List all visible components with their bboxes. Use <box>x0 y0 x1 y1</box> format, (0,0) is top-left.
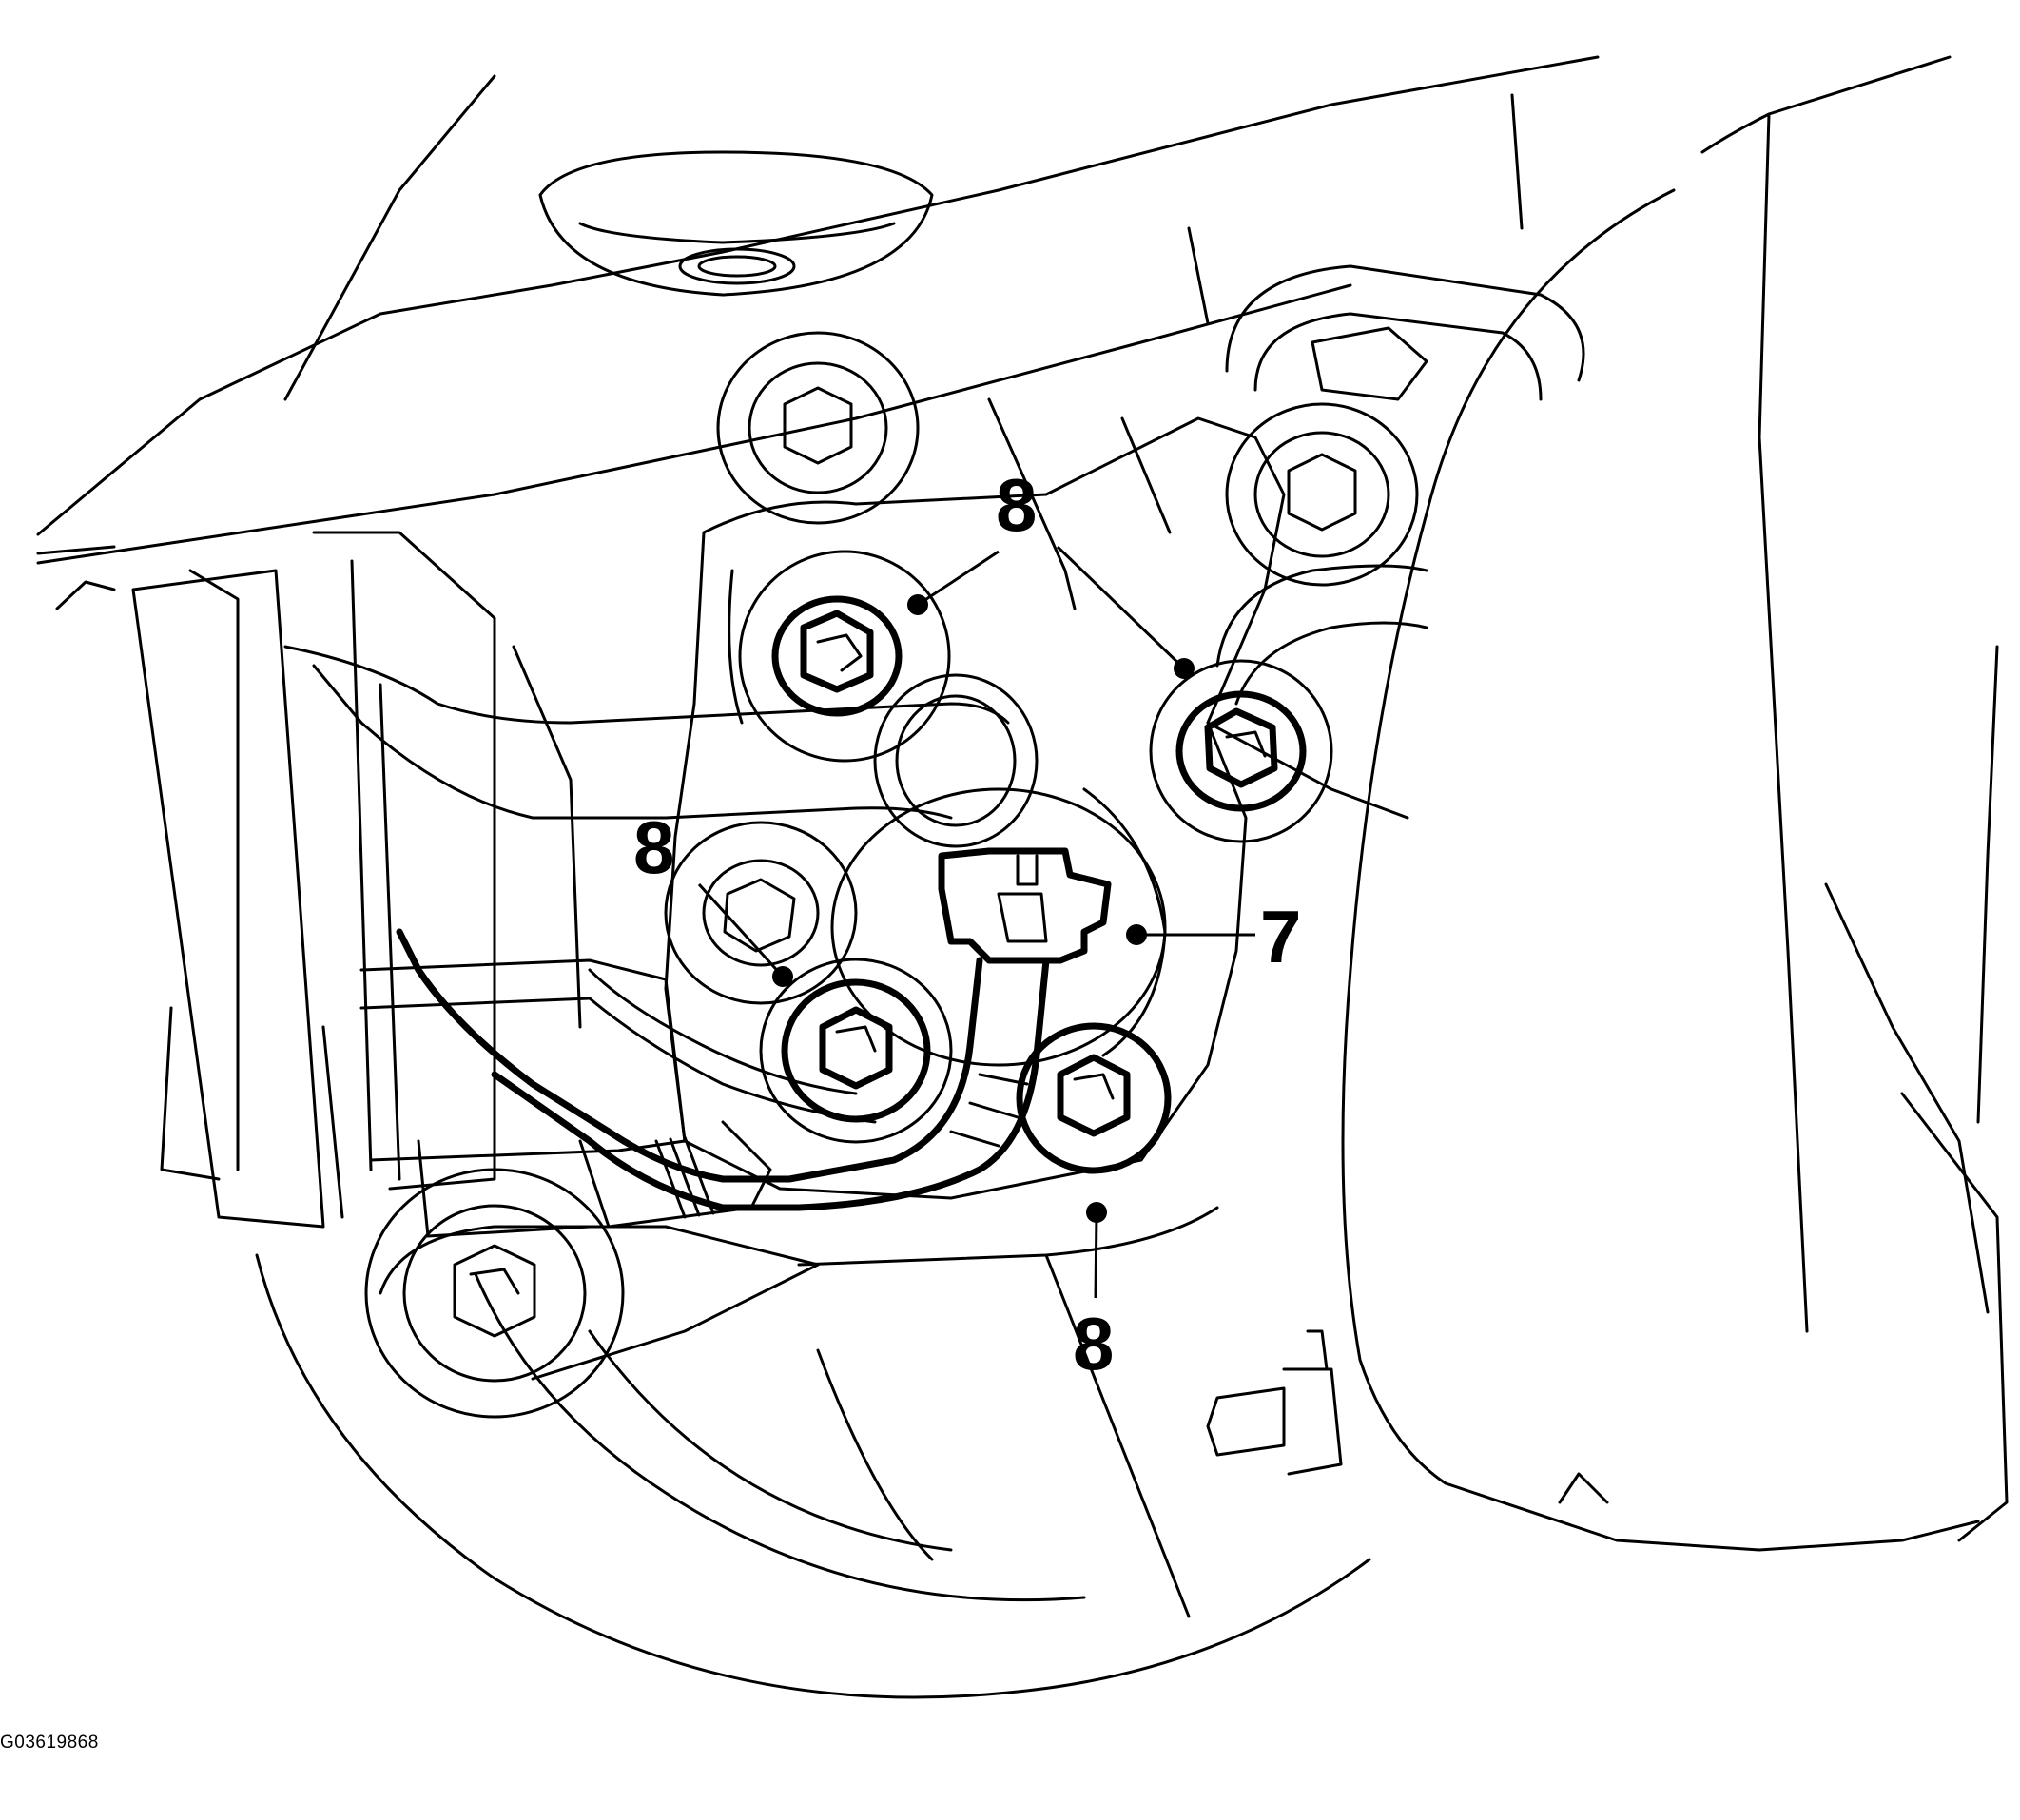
stud-fitting <box>1206 1329 1343 1476</box>
callout-label-8-left: 8 <box>633 805 674 889</box>
bracket-bolt-bottom-left <box>364 1168 625 1419</box>
callout-label-8-top: 8 <box>996 463 1037 547</box>
upper-hose <box>1225 264 1585 401</box>
flange-bolt-lower-center <box>759 958 953 1144</box>
callout-dot <box>1174 658 1195 679</box>
return-pipe <box>1206 564 1428 820</box>
flange-bolt-upper-left <box>738 550 951 763</box>
harness-clip <box>578 1120 772 1229</box>
callout-dot <box>772 966 793 987</box>
callout-dot <box>1086 1202 1107 1223</box>
flange-plate <box>664 397 1286 1200</box>
lower-housing-dome <box>255 1206 1371 1699</box>
pipe <box>283 645 1039 848</box>
callout-dots <box>772 594 1195 1223</box>
sensor-body <box>830 787 1167 1067</box>
flange-bolt-left-mid <box>664 821 858 1005</box>
callout-dot <box>1126 924 1147 945</box>
figure-id: G03619868 <box>0 1733 99 1752</box>
mount-bolt-top-right <box>1225 402 1419 587</box>
left-link-arm <box>131 531 582 1229</box>
callout-dot <box>907 594 928 615</box>
upper-housing <box>36 55 1600 610</box>
right-panel <box>1341 55 2009 1552</box>
callout-label-8-bottom: 8 <box>1073 1302 1114 1385</box>
electrical-connector <box>938 847 1112 964</box>
bottom-bracket <box>379 1225 820 1381</box>
flange-bolt-lower-right <box>1016 1022 1172 1174</box>
mount-boss <box>538 150 934 297</box>
callout-leaders <box>697 545 1255 1299</box>
mount-bolt-top-left <box>716 331 920 525</box>
flange-bolt-right <box>1149 659 1333 843</box>
callout-label-7: 7 <box>1260 895 1301 978</box>
